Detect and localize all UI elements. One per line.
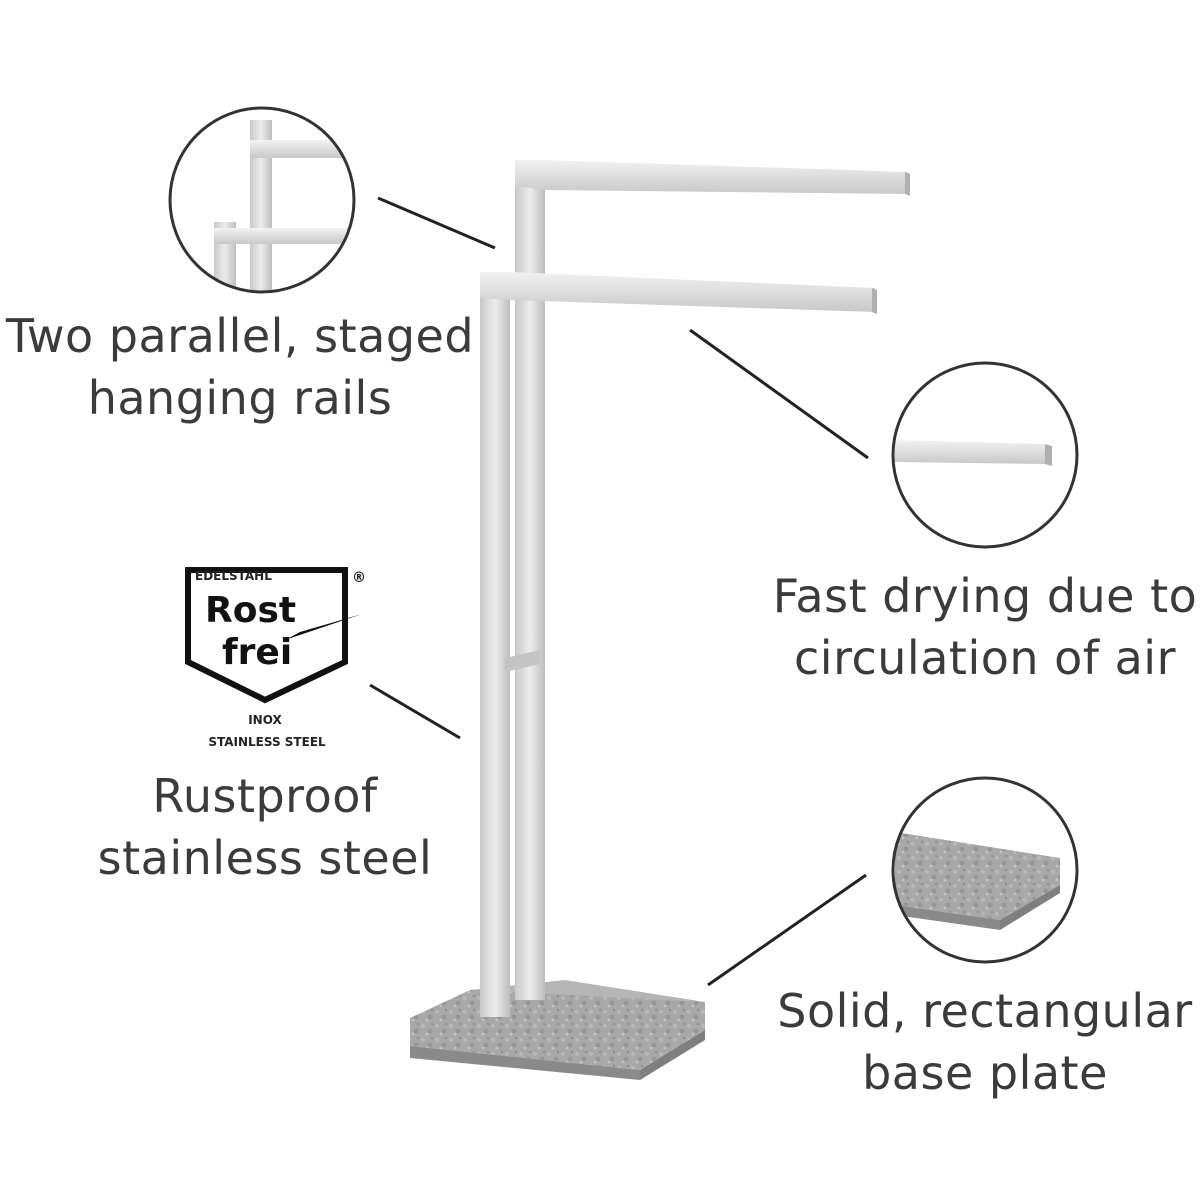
pointer-line-drying xyxy=(689,328,869,460)
seal-swoosh-icon xyxy=(285,614,362,640)
caption-base-line1: Solid, rectangular xyxy=(777,984,1193,1038)
seal-inox-text: INOX xyxy=(248,713,282,727)
seal-registered-mark: ® xyxy=(352,570,366,586)
caption-base: Solid, rectangular base plate xyxy=(770,980,1200,1104)
caption-drying-line1: Fast drying due to xyxy=(772,569,1198,623)
detail-circle-drying xyxy=(891,361,1079,549)
caption-rails-line2: hanging rails xyxy=(87,371,393,425)
seal-word-rost: Rost xyxy=(205,590,296,631)
detail-circle-base xyxy=(891,776,1079,964)
caption-rails: Two parallel, staged hanging rails xyxy=(0,305,480,429)
caption-base-line2: base plate xyxy=(862,1046,1108,1100)
seal-stainless-text: STAINLESS STEEL xyxy=(208,735,326,749)
connector-bar xyxy=(505,650,540,672)
caption-drying: Fast drying due to circulation of air xyxy=(770,565,1200,689)
rostfrei-seal-logo: EDELSTAHL ® Rost frei INOX STAINLESS STE… xyxy=(185,567,366,749)
pointer-line-base xyxy=(707,873,867,987)
caption-rails-line1: Two parallel, staged xyxy=(5,309,475,363)
caption-drying-line2: circulation of air xyxy=(794,631,1176,685)
caption-rustproof: Rustproof stainless steel xyxy=(60,765,470,889)
towel-stand xyxy=(410,160,910,1080)
lower-rail xyxy=(480,272,877,1017)
detail-circle-rails xyxy=(168,106,356,294)
caption-rustproof-line2: stainless steel xyxy=(97,831,433,885)
pointer-line-rails xyxy=(377,196,496,250)
seal-word-frei: frei xyxy=(222,632,292,673)
base-plate xyxy=(410,980,705,1080)
pointer-line-rustproof xyxy=(369,683,461,740)
caption-rustproof-line1: Rustproof xyxy=(152,769,378,823)
seal-top-text: EDELSTAHL xyxy=(195,569,272,583)
